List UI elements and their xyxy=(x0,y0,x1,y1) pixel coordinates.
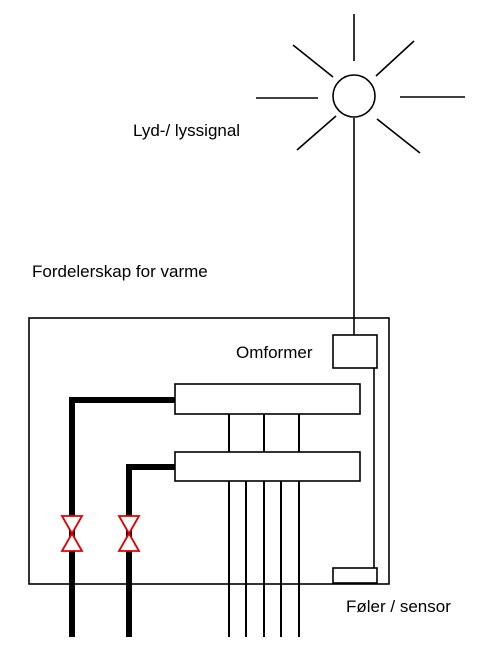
signal-ray xyxy=(292,44,334,78)
signal-lamp-icon xyxy=(256,14,465,154)
valve-icon xyxy=(60,515,84,552)
converter-label: Omformer xyxy=(236,343,313,362)
cabinet-outline xyxy=(28,317,390,585)
signal-ray xyxy=(296,115,337,151)
valve-right xyxy=(117,515,141,552)
manifold-lower xyxy=(174,451,361,482)
sensor-box xyxy=(332,567,378,584)
supply-pipes xyxy=(69,397,176,637)
sensor-label: Føler / sensor xyxy=(346,597,451,616)
valve-icon xyxy=(117,515,141,552)
signal-lamp-circle xyxy=(332,74,376,118)
supply-pipe-upper xyxy=(69,397,176,637)
cabinet-label: Fordelerskap for varme xyxy=(32,262,208,281)
signal-ray xyxy=(375,40,415,77)
converter-box xyxy=(332,334,378,369)
valve-left xyxy=(60,515,84,552)
signal-ray xyxy=(376,118,421,154)
signal-label: Lyd-/ lyssignal xyxy=(133,121,241,140)
supply-pipe-lower xyxy=(126,464,176,637)
manifold-upper xyxy=(174,383,361,415)
outlet-pipes xyxy=(228,414,300,637)
